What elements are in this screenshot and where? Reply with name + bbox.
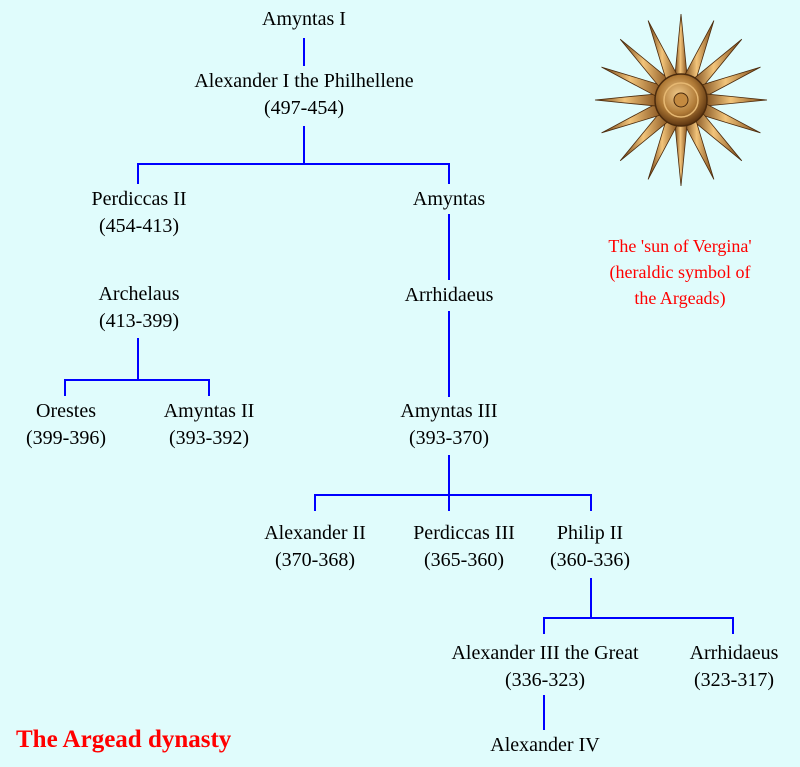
node-name: Perdiccas II xyxy=(92,186,187,213)
node-name: Archelaus xyxy=(98,281,179,308)
node-years: (323-317) xyxy=(690,667,779,694)
node-years: (413-399) xyxy=(98,308,179,335)
node-alexander-ii: Alexander II (370-368) xyxy=(264,520,366,574)
node-perdiccas-iii: Perdiccas III (365-360) xyxy=(413,520,515,574)
node-name: Alexander I the Philhellene xyxy=(194,68,413,95)
connector-line xyxy=(448,311,450,397)
node-alexander-iv: Alexander IV xyxy=(490,732,599,759)
node-years: (393-370) xyxy=(400,425,497,452)
node-name: Orestes xyxy=(26,398,106,425)
node-name: Amyntas I xyxy=(262,6,346,33)
node-name: Amyntas xyxy=(413,186,485,213)
connector-line xyxy=(64,379,210,381)
node-years: (399-396) xyxy=(26,425,106,452)
node-years: (365-360) xyxy=(413,547,515,574)
node-amyntas: Amyntas xyxy=(413,186,485,213)
node-name: Arrhidaeus xyxy=(690,640,779,667)
sun-center-dot xyxy=(674,93,688,107)
connector-line xyxy=(314,494,316,511)
sun-ray xyxy=(701,94,767,107)
node-archelaus: Archelaus (413-399) xyxy=(98,281,179,335)
node-years: (393-392) xyxy=(164,425,255,452)
node-years: (336-323) xyxy=(451,667,638,694)
node-amyntas-iii: Amyntas III (393-370) xyxy=(400,398,497,452)
node-name: Arrhidaeus xyxy=(405,282,494,309)
node-arrhidaeus-2: Arrhidaeus (323-317) xyxy=(690,640,779,694)
connector-line xyxy=(303,126,305,164)
node-name: Amyntas III xyxy=(400,398,497,425)
connector-line xyxy=(303,38,305,66)
connector-line xyxy=(137,338,139,380)
caption-line: (heraldic symbol of xyxy=(608,259,751,285)
emblem-caption: The 'sun of Vergina' (heraldic symbol of… xyxy=(608,233,751,311)
connector-line xyxy=(590,494,592,511)
connector-line xyxy=(448,494,450,511)
node-amyntas-ii: Amyntas II (393-392) xyxy=(164,398,255,452)
connector-line xyxy=(732,617,734,634)
connector-line xyxy=(208,379,210,396)
node-years: (370-368) xyxy=(264,547,366,574)
node-perdiccas-ii: Perdiccas II (454-413) xyxy=(92,186,187,240)
node-name: Alexander II xyxy=(264,520,366,547)
connector-line xyxy=(543,617,734,619)
diagram-title: The Argead dynasty xyxy=(16,726,231,754)
node-name: Alexander IV xyxy=(490,732,599,759)
node-years: (360-336) xyxy=(550,547,630,574)
node-amyntas-i: Amyntas I xyxy=(262,6,346,33)
connector-line xyxy=(448,455,450,495)
node-arrhidaeus-1: Arrhidaeus xyxy=(405,282,494,309)
node-alexander-iii: Alexander III the Great (336-323) xyxy=(451,640,638,694)
node-name: Alexander III the Great xyxy=(451,640,638,667)
node-alexander-i: Alexander I the Philhellene (497-454) xyxy=(194,68,413,122)
node-name: Perdiccas III xyxy=(413,520,515,547)
node-name: Philip II xyxy=(550,520,630,547)
vergina-sun-icon xyxy=(591,10,771,190)
node-years: (497-454) xyxy=(194,95,413,122)
connector-line xyxy=(590,578,592,618)
node-name: Amyntas II xyxy=(164,398,255,425)
caption-line: the Argeads) xyxy=(608,285,751,311)
connector-line xyxy=(137,163,139,184)
sun-ray xyxy=(675,14,688,80)
connector-line xyxy=(137,163,450,165)
sun-ray xyxy=(675,120,688,186)
node-philip-ii: Philip II (360-336) xyxy=(550,520,630,574)
sun-ray xyxy=(595,94,661,107)
caption-line: The 'sun of Vergina' xyxy=(608,233,751,259)
connector-line xyxy=(448,163,450,184)
connector-line xyxy=(543,617,545,634)
connector-line xyxy=(543,695,545,730)
connector-line xyxy=(448,214,450,280)
connector-line xyxy=(64,379,66,396)
node-years: (454-413) xyxy=(92,213,187,240)
node-orestes: Orestes (399-396) xyxy=(26,398,106,452)
connector-line xyxy=(314,494,592,496)
